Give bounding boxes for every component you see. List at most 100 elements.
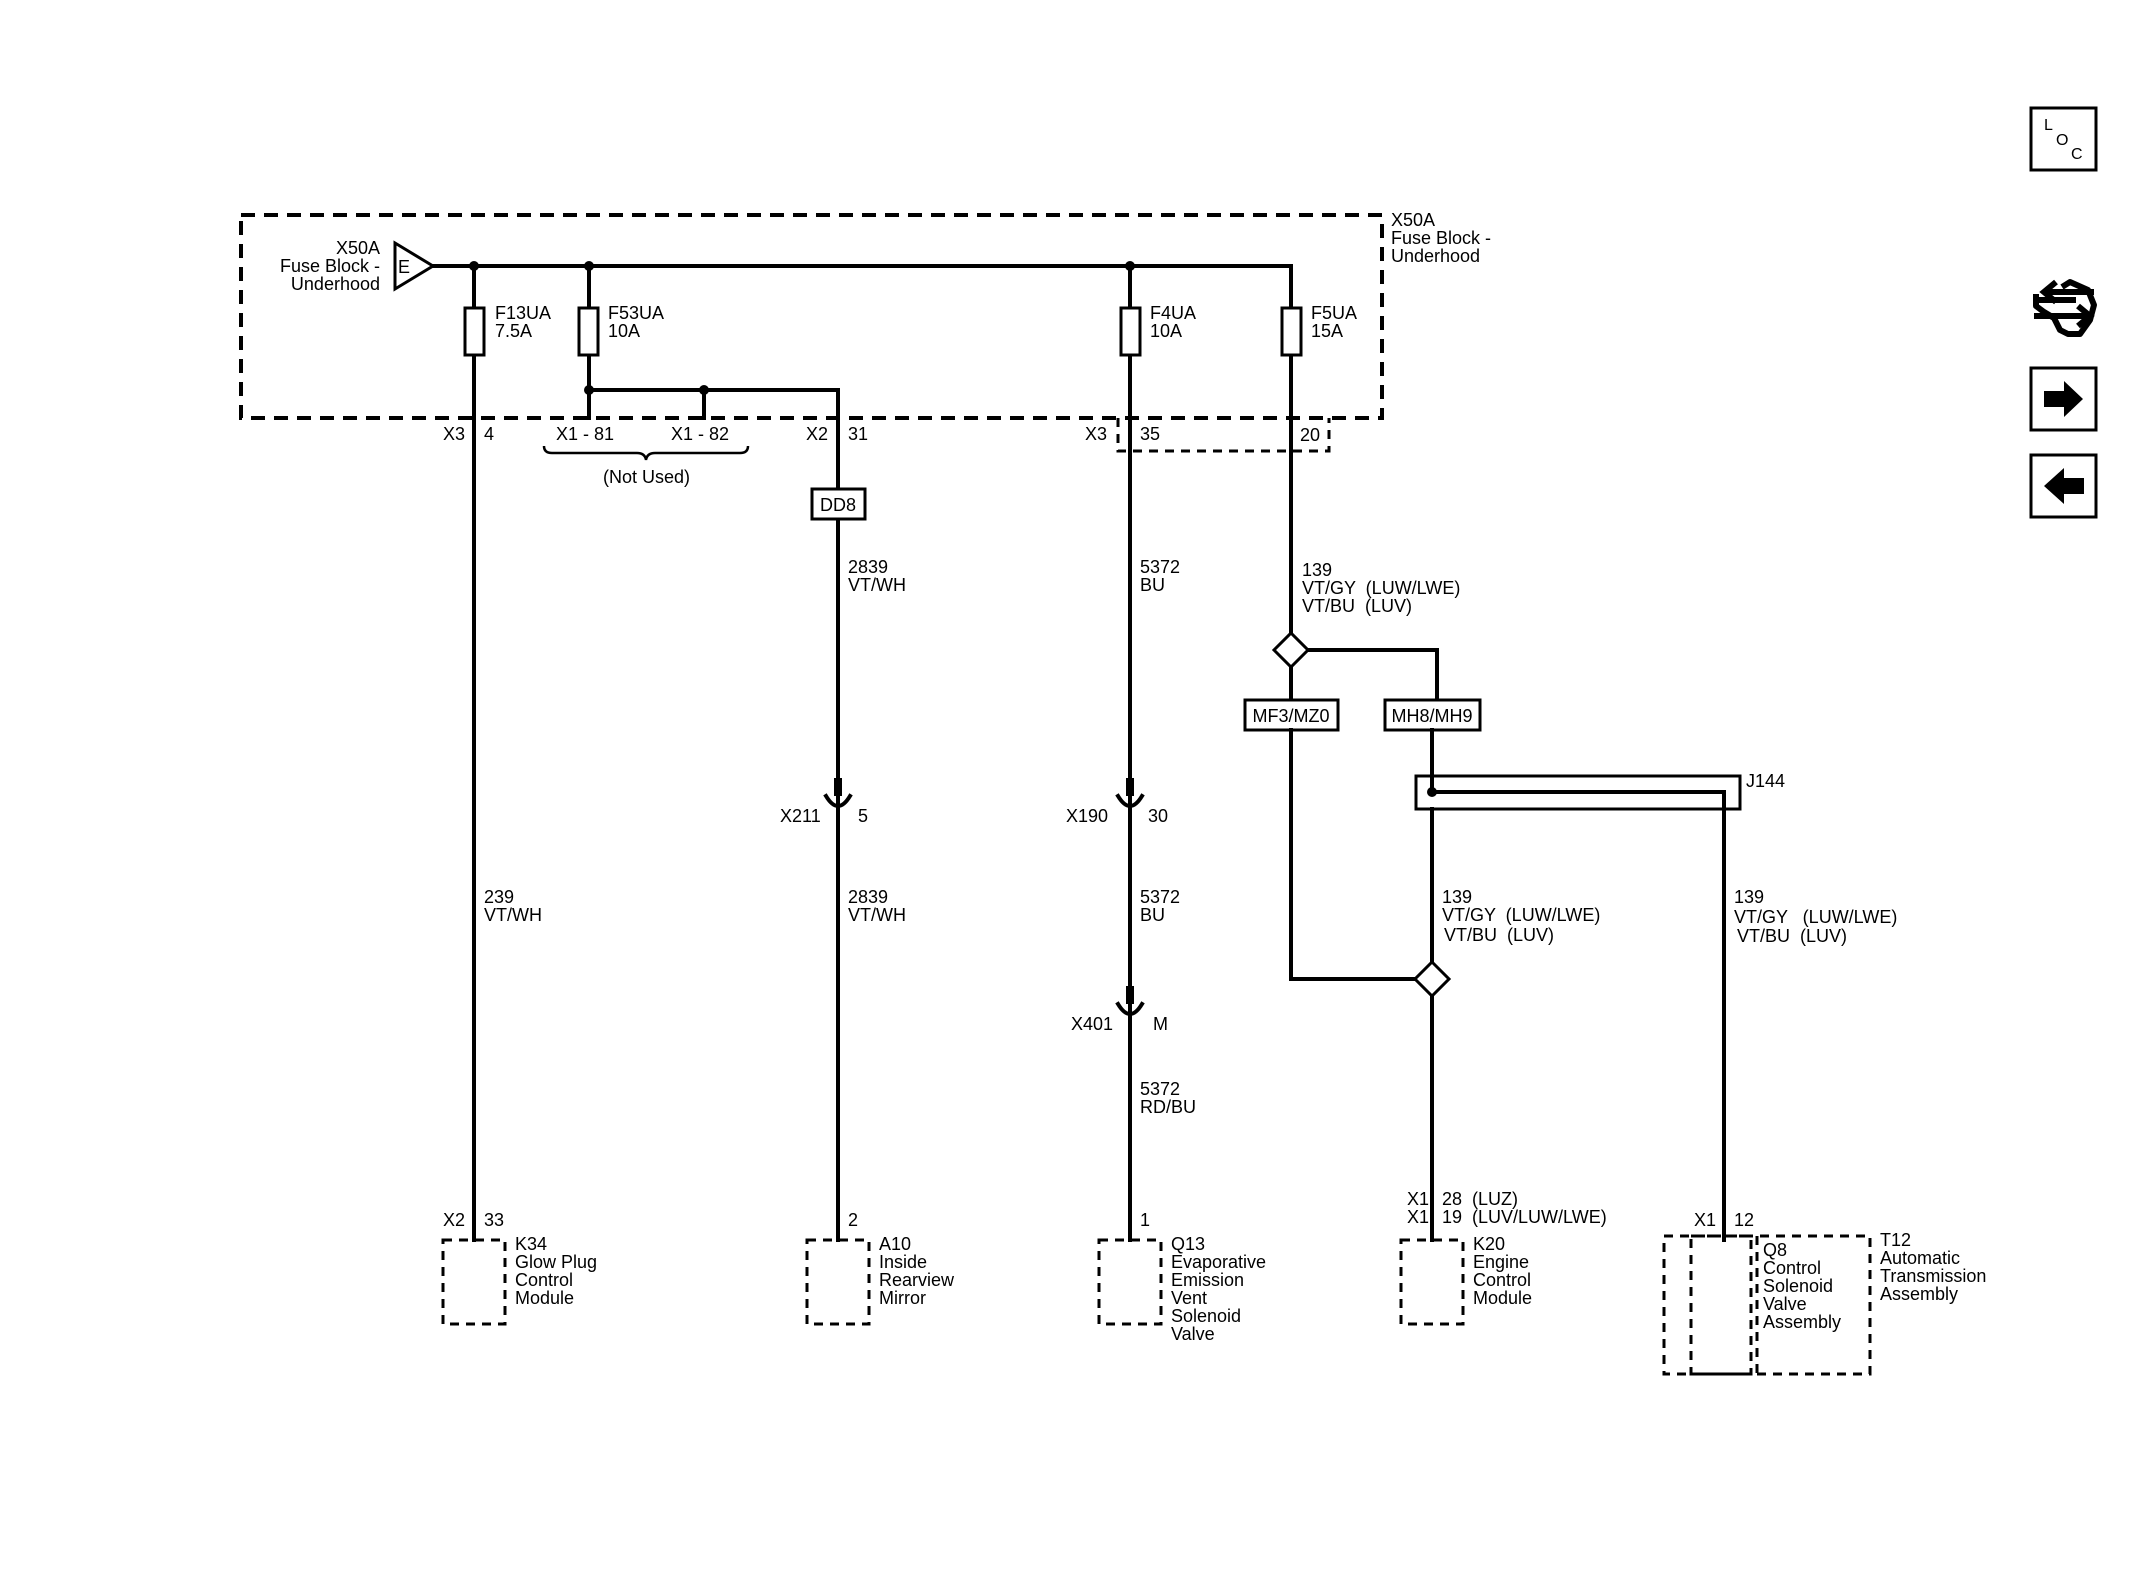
- k34-l3: Module: [515, 1288, 574, 1308]
- q13-l4: Solenoid: [1171, 1306, 1241, 1326]
- conn-x1-82: X1 - 82: [671, 424, 729, 444]
- k20-conn2: X1: [1407, 1207, 1429, 1227]
- k34-l2: Control: [515, 1270, 573, 1290]
- wire-239-color: VT/WH: [484, 905, 542, 925]
- loc-letter-l: L: [2044, 117, 2053, 134]
- component-a10: [805, 1238, 871, 1326]
- q8-l2: Solenoid: [1763, 1276, 1833, 1296]
- wire-5372c-circuit: 5372: [1140, 1079, 1180, 1099]
- fuse-f5ua-id: F5UA: [1311, 303, 1357, 323]
- option-dd8: [810, 487, 867, 521]
- wire-2839a-circuit: 2839: [848, 557, 888, 577]
- conn-x1-81: X1 - 81: [556, 424, 614, 444]
- wire-2839b-color: VT/WH: [848, 905, 906, 925]
- q8-l1: Control: [1763, 1258, 1821, 1278]
- conn-x3-dashed-bracket: [1116, 418, 1331, 453]
- inline-x401-pin: [1126, 986, 1134, 1004]
- k34-id: K34: [515, 1234, 547, 1254]
- a10-pin: 2: [848, 1210, 858, 1230]
- inline-x401-id: X401: [1071, 1014, 1113, 1034]
- conn-x3-pin20: 20: [1300, 425, 1320, 445]
- t12-l2: Transmission: [1880, 1266, 1986, 1286]
- wire-139a-color1: VT/GY (LUW/LWE): [1302, 578, 1460, 598]
- wire-139b-color1: VT/GY (LUW/LWE): [1442, 905, 1600, 925]
- wire-5372a-circuit: 5372: [1140, 557, 1180, 577]
- inline-x190-id: X190: [1066, 806, 1108, 826]
- wire-139a-circuit: 139: [1302, 560, 1332, 580]
- loc-letter-o: O: [2056, 132, 2068, 149]
- q13-l5: Valve: [1171, 1324, 1215, 1344]
- conn-x2-pin31: 31: [848, 424, 868, 444]
- inline-x190-arc: [1115, 793, 1145, 808]
- k34-pin: 33: [484, 1210, 504, 1230]
- inline-x190-pin: [1126, 778, 1134, 796]
- wire-5372b-circuit: 5372: [1140, 887, 1180, 907]
- t12-conn: X1: [1694, 1210, 1716, 1230]
- wire-2839b-circuit: 2839: [848, 887, 888, 907]
- splice-j144: [1414, 774, 1742, 811]
- a10-l3: Mirror: [879, 1288, 926, 1308]
- wire-239-circuit: 239: [484, 887, 514, 907]
- wire-139a-color2: VT/BU (LUV): [1302, 596, 1412, 616]
- next-arrow-icon[interactable]: [2029, 366, 2098, 432]
- fuse-block-id-right: X50A: [1391, 210, 1435, 230]
- inline-x190-pin-label: 30: [1148, 806, 1168, 826]
- fuse-block-outline: [239, 213, 1384, 420]
- splice-junction: [1427, 787, 1437, 797]
- next-arrow-shape: [2044, 381, 2083, 417]
- a10-l2: Rearview: [879, 1270, 955, 1290]
- option-split-diamond-top: [1271, 630, 1311, 670]
- splice-label: J144: [1746, 771, 1785, 791]
- k20-id: K20: [1473, 1234, 1505, 1254]
- wire-139b-color2: VT/BU (LUV): [1444, 925, 1554, 945]
- fuse-block-name2-left: Underhood: [291, 274, 380, 294]
- not-used-brace: [542, 445, 750, 461]
- t12-id: T12: [1880, 1230, 1911, 1250]
- q13-l2: Emission: [1171, 1270, 1244, 1290]
- fuse-f5ua: [1280, 306, 1303, 357]
- k20-l2: Control: [1473, 1270, 1531, 1290]
- inline-x401-arc: [1115, 1001, 1145, 1016]
- wire-139c-circuit: 139: [1734, 887, 1764, 907]
- fuse-f4ua: [1119, 306, 1142, 357]
- fuse-f5ua-rating: 15A: [1311, 321, 1343, 341]
- option-mf3-label: MF3/MZ0: [1252, 706, 1329, 726]
- inline-x211-id: X211: [780, 806, 821, 826]
- fuse-f53ua-rating: 10A: [608, 321, 640, 341]
- q13-l1: Evaporative: [1171, 1252, 1266, 1272]
- conn-x3-label: X3: [443, 424, 465, 444]
- component-k34: [441, 1238, 507, 1326]
- q8-l3: Valve: [1763, 1294, 1807, 1314]
- k20-l1: Engine: [1473, 1252, 1529, 1272]
- k20-pin1: 28 (LUZ): [1442, 1189, 1518, 1209]
- location-icon[interactable]: L O C: [2029, 106, 2098, 172]
- t12-l1: Automatic: [1880, 1248, 1960, 1268]
- k20-l3: Module: [1473, 1288, 1532, 1308]
- q13-pin: 1: [1140, 1210, 1150, 1230]
- component-k20: [1399, 1238, 1465, 1326]
- previous-arrow-icon[interactable]: [2029, 453, 2098, 519]
- conn-x2-label: X2: [806, 424, 828, 444]
- terminal-e-symbol: [393, 240, 436, 292]
- previous-arrow-shape: [2044, 468, 2084, 504]
- wire-5372c-color: RD/BU: [1140, 1097, 1196, 1117]
- q13-id: Q13: [1171, 1234, 1205, 1254]
- connector-view-icon[interactable]: [2033, 279, 2097, 337]
- option-dd8-label: DD8: [820, 495, 856, 515]
- component-q8: [1689, 1234, 1753, 1376]
- conn-x3-pin35: 35: [1140, 424, 1160, 444]
- terminal-e-label: E: [398, 257, 410, 277]
- q8-id: Q8: [1763, 1240, 1787, 1260]
- wire-5372b-color: BU: [1140, 905, 1165, 925]
- t12-l3: Assembly: [1880, 1284, 1958, 1304]
- a10-l1: Inside: [879, 1252, 927, 1272]
- component-t12: [1662, 1234, 1872, 1376]
- option-mh8-label: MH8/MH9: [1391, 706, 1472, 726]
- fuse-f53ua-id: F53UA: [608, 303, 664, 323]
- wire-139b-circuit: 139: [1442, 887, 1472, 907]
- wire-2839a-color: VT/WH: [848, 575, 906, 595]
- fuse-block-name2-right: Underhood: [1391, 246, 1480, 266]
- k20-conn1: X1: [1407, 1189, 1429, 1209]
- wire-139c-color1: VT/GY (LUW/LWE): [1734, 907, 1897, 927]
- inline-x211-arc: [823, 793, 853, 808]
